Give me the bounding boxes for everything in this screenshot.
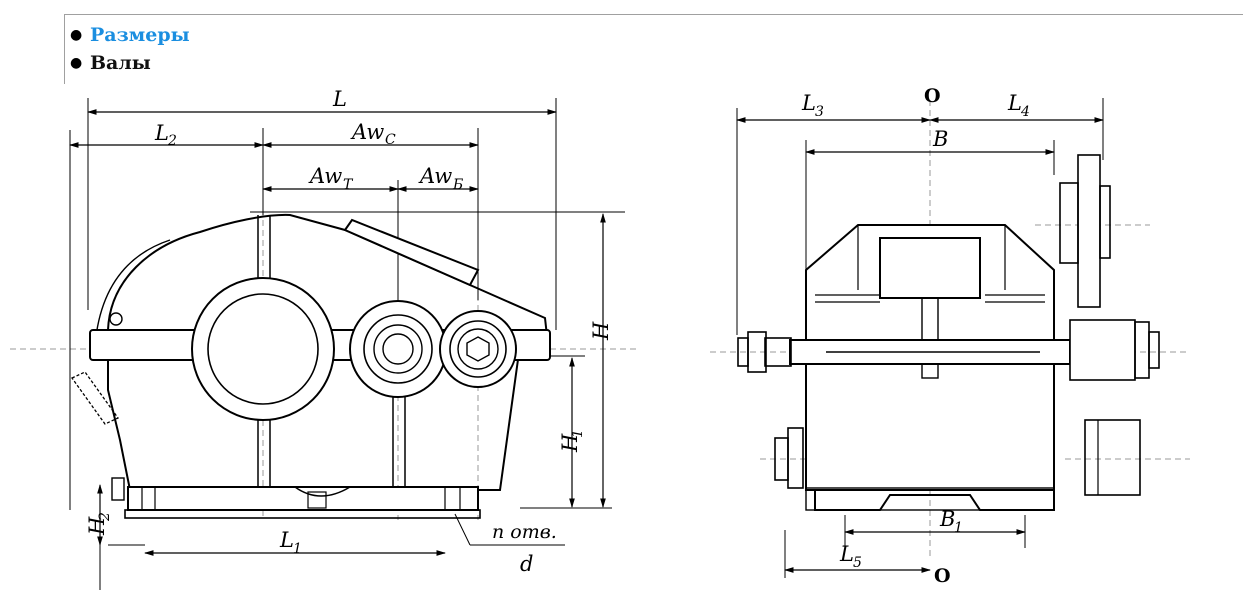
label-AwC-sub: C	[385, 132, 396, 148]
label-H: H	[589, 321, 613, 341]
label-AwT: Aw	[308, 164, 342, 188]
label-B1: B	[939, 507, 955, 531]
side-view-labels: L L 2 Aw C Aw T Aw Б H H 1 H 2 L 1 n отв…	[85, 87, 613, 576]
label-H2: H	[85, 516, 109, 536]
label-L2-sub: 2	[167, 133, 177, 149]
label-B: B	[932, 127, 948, 151]
label-AwT-sub: T	[343, 177, 354, 193]
label-L1: L	[279, 528, 294, 552]
side-view	[10, 98, 640, 590]
tab-list: ● Размеры ● Валы	[70, 21, 190, 77]
tab-list-container: ● Размеры ● Валы	[64, 14, 1243, 85]
label-L4-sub: 4	[1020, 104, 1030, 120]
label-AwB-sub: Б	[452, 177, 463, 193]
tab-dimensions[interactable]: ● Размеры	[70, 21, 190, 49]
tab-dimensions-label[interactable]: Размеры	[90, 24, 190, 46]
label-L1-sub: 1	[293, 541, 302, 557]
label-L3-sub: 3	[815, 104, 824, 120]
label-holes: n отв.	[492, 521, 557, 543]
label-O-top: O	[924, 85, 941, 107]
label-L4: L	[1007, 91, 1022, 115]
label-H2-sub: 2	[97, 512, 113, 522]
tab-shafts-label[interactable]: Валы	[90, 52, 151, 74]
front-view	[710, 98, 1190, 578]
label-L2: L	[154, 121, 169, 145]
label-L5: L	[839, 542, 854, 566]
tab-shafts[interactable]: ● Валы	[70, 49, 190, 77]
label-H1: H	[558, 433, 582, 453]
label-AwB: Aw	[418, 164, 452, 188]
label-L: L	[332, 87, 347, 111]
tabs-left-rule	[64, 14, 65, 84]
label-L3: L	[801, 91, 816, 115]
label-d: d	[520, 552, 533, 576]
label-O-bottom: O	[934, 565, 951, 587]
label-L5-sub: 5	[853, 555, 862, 571]
label-AwC: Aw	[350, 120, 384, 144]
label-B1-sub: 1	[954, 520, 963, 536]
front-view-labels: O O L 3 L 4 B B 1 L 5	[801, 85, 1030, 587]
label-H1-sub: 1	[570, 429, 586, 438]
